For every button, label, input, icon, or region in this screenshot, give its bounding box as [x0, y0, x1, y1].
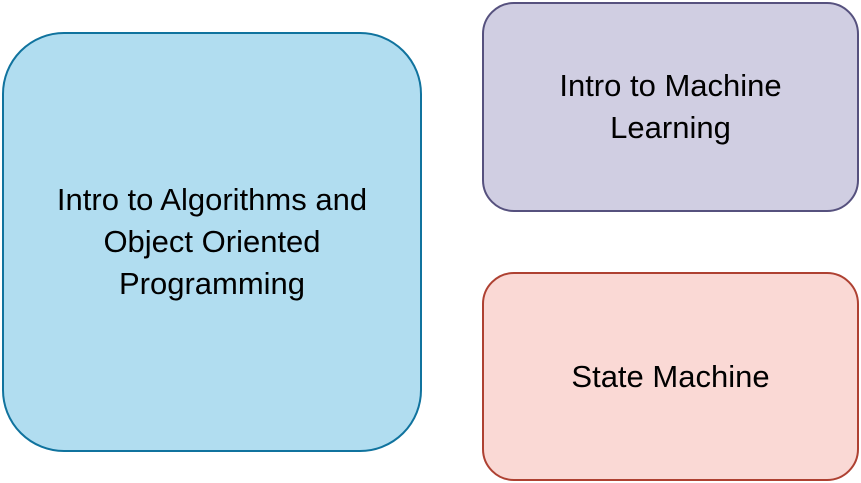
- node-label: State Machine: [571, 358, 770, 394]
- node-intro-to-algorithms[interactable]: Intro to Algorithms and Object Oriented …: [2, 32, 422, 452]
- node-state-machine[interactable]: State Machine: [482, 272, 859, 481]
- node-label: Intro to Algorithms and Object Oriented …: [56, 182, 368, 301]
- node-intro-to-machine-learning[interactable]: Intro to Machine Learning: [482, 2, 859, 212]
- node-label: Intro to Machine Learning: [559, 68, 782, 145]
